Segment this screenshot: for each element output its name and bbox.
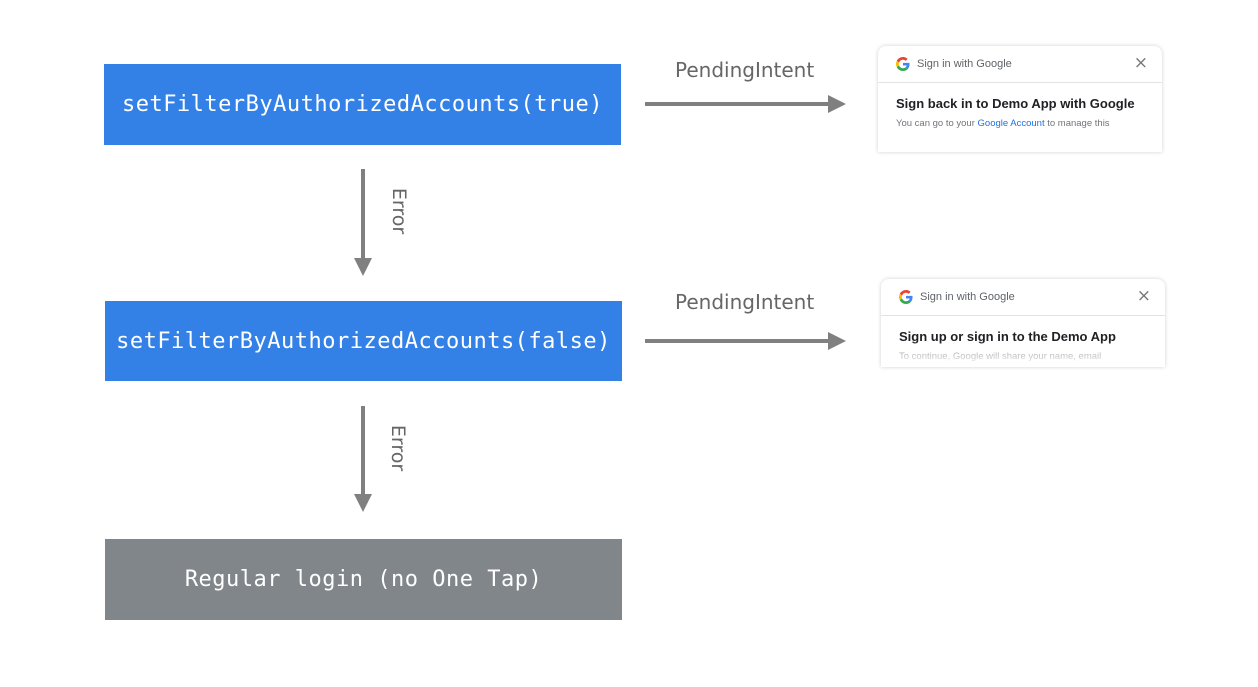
google-logo-icon <box>896 57 910 71</box>
pending-intent-arrowhead-1 <box>828 95 846 113</box>
filter-false-label: setFilterByAuthorizedAccounts(false) <box>116 328 611 354</box>
pending-intent-label-1: PendingIntent <box>675 58 815 82</box>
filter-false-box: setFilterByAuthorizedAccounts(false) <box>105 301 622 381</box>
card-body-suffix: to manage this <box>1044 118 1110 129</box>
card-header: Sign in with Google × <box>881 279 1165 316</box>
regular-login-box: Regular login (no One Tap) <box>105 539 622 620</box>
error-arrowhead-1 <box>354 258 372 276</box>
error-arrowhead-2 <box>354 494 372 512</box>
sign-in-card-new: Sign in with Google × Sign up or sign in… <box>881 279 1165 367</box>
card-header-title: Sign in with Google <box>920 291 1015 303</box>
close-icon[interactable]: × <box>1133 53 1148 73</box>
card-heading: Sign back in to Demo App with Google <box>896 96 1135 111</box>
google-account-link[interactable]: Google Account <box>977 118 1045 129</box>
card-heading: Sign up or sign in to the Demo App <box>899 329 1116 344</box>
filter-true-label: setFilterByAuthorizedAccounts(true) <box>121 92 604 117</box>
pending-intent-arrowhead-2 <box>828 332 846 350</box>
google-logo-icon <box>899 290 913 304</box>
error-label-1: Error <box>388 187 410 235</box>
close-icon[interactable]: × <box>1136 286 1151 306</box>
card-body: You can go to your Google Account to man… <box>878 112 1162 130</box>
card-header: Sign in with Google × <box>878 46 1162 83</box>
regular-login-label: Regular login (no One Tap) <box>184 567 543 592</box>
pending-intent-label-2: PendingIntent <box>675 290 815 314</box>
error-label-2: Error <box>387 424 409 472</box>
card-header-title: Sign in with Google <box>917 58 1012 70</box>
card-body-prefix: You can go to your <box>896 118 978 129</box>
card-body: To continue, Google will share your name… <box>899 351 1102 362</box>
sign-in-card-returning: Sign in with Google × Sign back in to De… <box>878 46 1162 152</box>
filter-true-box: setFilterByAuthorizedAccounts(true) <box>104 64 621 145</box>
